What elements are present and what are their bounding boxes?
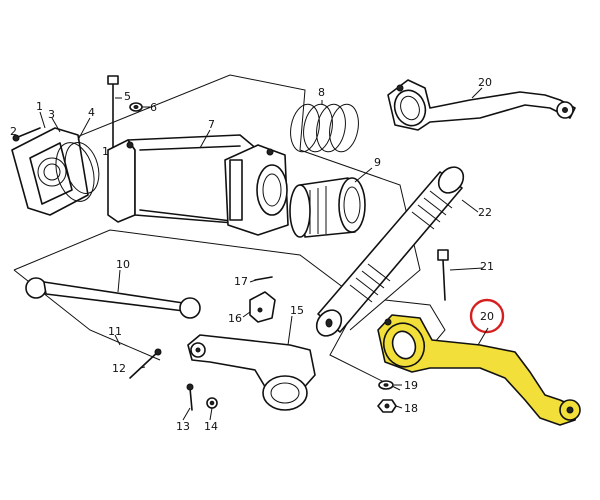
- label-part-6: 6: [150, 101, 157, 114]
- bolt-21: [437, 249, 449, 301]
- label-part-9: 9: [374, 156, 381, 169]
- group-outline-upper: [19, 74, 421, 331]
- lever-sleeve-15: [187, 334, 316, 411]
- label-part-17: 17: [234, 275, 248, 288]
- label-part-1b: 1: [102, 145, 109, 158]
- label-part-20-circled: 20: [480, 310, 494, 323]
- label-part-20-top: 20: [478, 76, 492, 89]
- lever-arm-highlighted: [377, 314, 581, 426]
- label-part-11: 11: [108, 325, 122, 338]
- washer-19: [378, 380, 394, 390]
- nut-18: [377, 399, 397, 413]
- label-part-2: 2: [10, 125, 17, 138]
- label-part-15: 15: [290, 304, 304, 317]
- label-part-21: 21: [480, 260, 494, 273]
- pin-12: [129, 348, 162, 379]
- split-pin-17: [254, 276, 273, 281]
- cylinder-body: [107, 134, 289, 236]
- label-part-18: 18: [404, 402, 418, 415]
- leader-lines: [39, 87, 489, 421]
- label-part-22: 22: [478, 206, 492, 219]
- label-part-7: 7: [208, 118, 215, 131]
- label-part-14: 14: [204, 420, 218, 433]
- label-part-4: 4: [88, 106, 95, 119]
- label-part-16: 16: [228, 312, 242, 325]
- label-part-8: 8: [318, 86, 325, 99]
- tie-rod: [25, 277, 201, 319]
- bolt-13: [186, 383, 194, 411]
- piston: [289, 177, 366, 238]
- piston-rings: [290, 103, 359, 153]
- label-part-5: 5: [124, 90, 131, 103]
- end-cover-assembly: [11, 127, 95, 216]
- label-part-13: 13: [176, 420, 190, 433]
- o-ring: [64, 142, 100, 194]
- label-part-12: 12: [112, 362, 126, 375]
- lever-arm-top: [387, 79, 576, 131]
- part-20-callout-circle: [469, 298, 505, 334]
- washer-small: [129, 102, 143, 112]
- label-part-1: 1: [36, 100, 43, 113]
- label-part-19: 19: [404, 379, 418, 392]
- splined-shaft: [315, 166, 465, 337]
- nut-14: [206, 397, 218, 409]
- label-part-3: 3: [48, 108, 55, 121]
- block-16: [249, 291, 276, 323]
- label-part-10: 10: [116, 258, 130, 271]
